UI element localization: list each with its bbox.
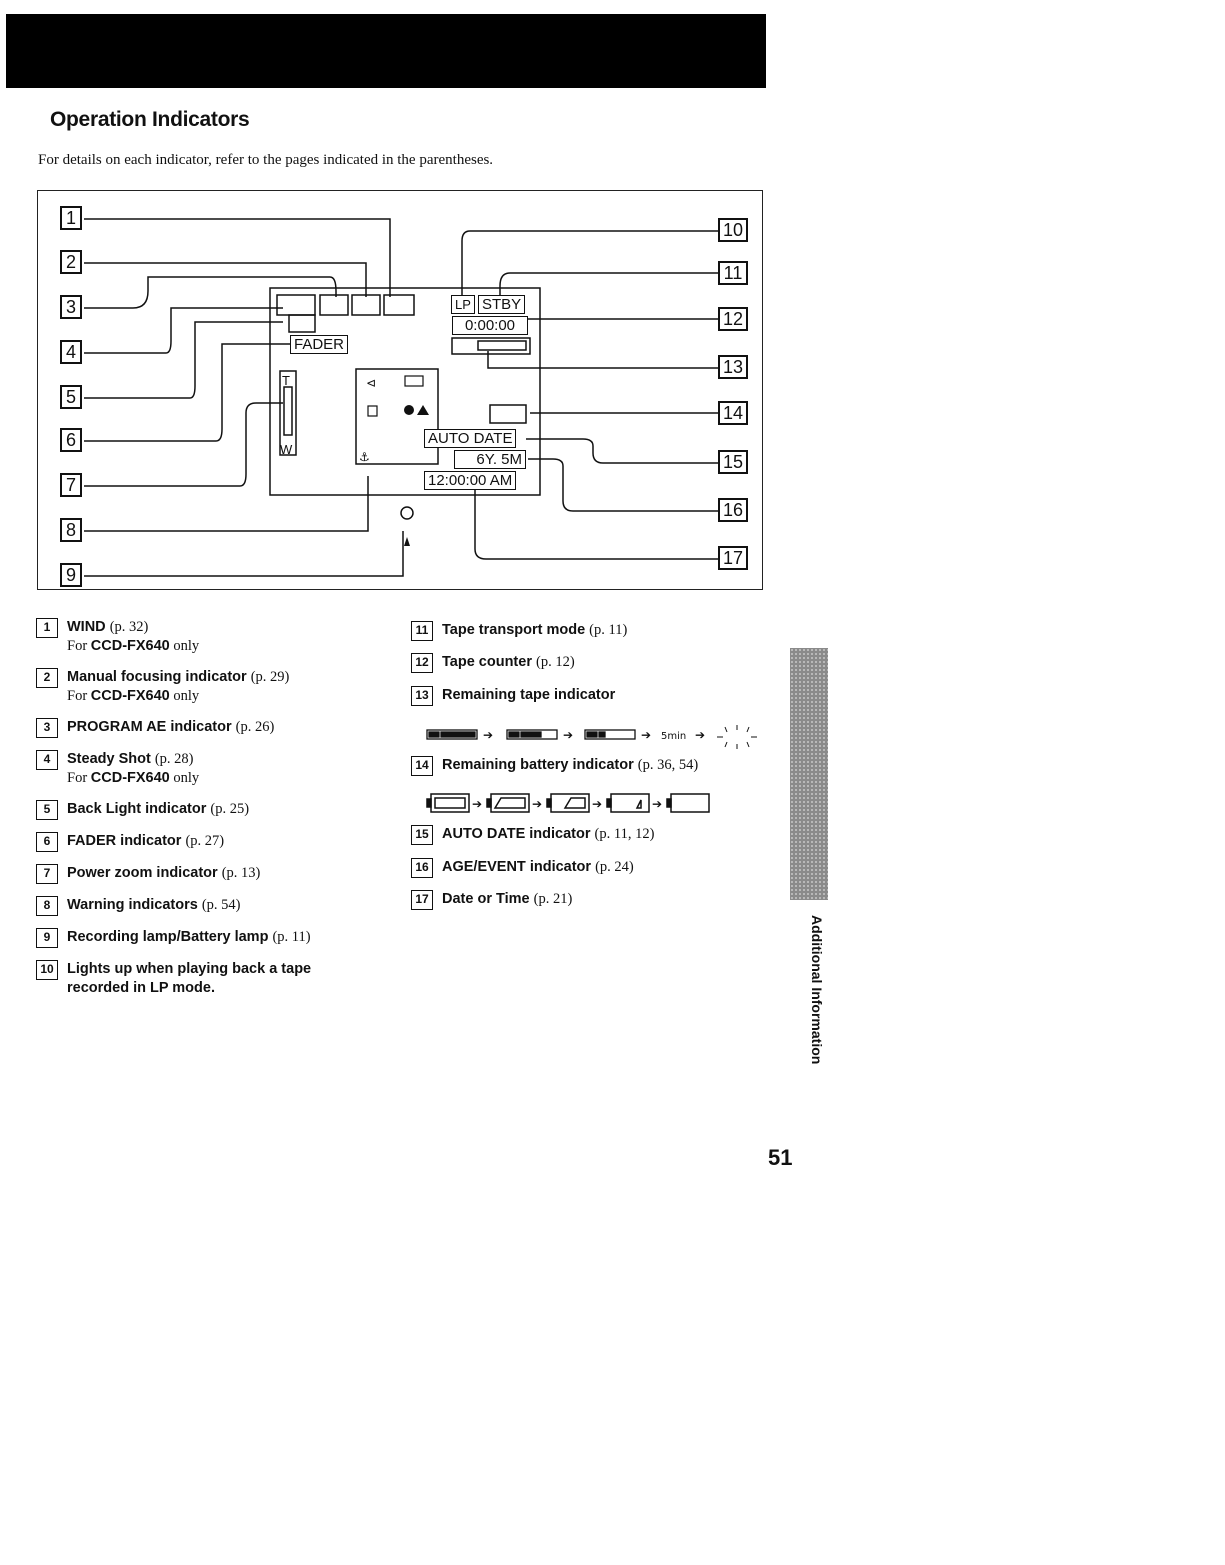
callout-14: 14 (718, 401, 748, 425)
fader-indicator: FADER (290, 335, 349, 354)
zoom-wide-label: W (280, 442, 293, 457)
svg-text:➔: ➔ (532, 797, 542, 811)
tape-remaining-sequence: ➔ ➔ ➔ ➔ 5min (426, 725, 757, 749)
callout-9: 9 (60, 563, 82, 587)
callout-1: 1 (60, 206, 82, 230)
svg-text:➔: ➔ (652, 797, 662, 811)
callout-2: 2 (60, 250, 82, 274)
lp-indicator: LP (451, 295, 475, 314)
callout-5: 5 (60, 385, 82, 409)
callout-10: 10 (718, 218, 748, 242)
svg-text:➔: ➔ (563, 728, 573, 742)
svg-text:⊲: ⊲ (366, 376, 376, 390)
zoom-tele-label: T (282, 373, 290, 388)
diagram-lines: ⊲ ⚓ (84, 218, 718, 577)
svg-text:➔: ➔ (472, 797, 482, 811)
tape-counter: 0:00:00 (452, 316, 528, 335)
section-label: Additional Information (809, 915, 825, 1065)
callout-12: 12 (718, 307, 748, 331)
callout-13: 13 (718, 355, 748, 379)
callout-16: 16 (718, 498, 748, 522)
callout-6: 6 (60, 428, 82, 452)
svg-text:➔: ➔ (483, 728, 493, 742)
callout-3: 3 (60, 295, 82, 319)
age-event-indicator: 6Y. 5M (454, 450, 526, 469)
svg-text:⚓: ⚓ (359, 450, 370, 464)
svg-text:➔: ➔ (641, 728, 651, 742)
screen-frame (269, 287, 541, 496)
callout-4: 4 (60, 340, 82, 364)
svg-text:➔: ➔ (695, 728, 705, 742)
header-bar (6, 14, 766, 88)
callout-7: 7 (60, 473, 82, 497)
stby-indicator: STBY (478, 295, 526, 314)
auto-date-indicator: AUTO DATE (424, 429, 517, 448)
callout-11: 11 (718, 261, 748, 285)
indicator-diagram: ⊲ ⚓ 1 2 3 4 5 6 7 8 9 10 11 12 13 14 15 … (37, 190, 763, 590)
svg-text:➔: ➔ (592, 797, 602, 811)
callout-17: 17 (718, 546, 748, 570)
callout-15: 15 (718, 450, 748, 474)
flashing-0min-icon (717, 725, 757, 749)
callout-8: 8 (60, 518, 82, 542)
date-time-indicator: 12:00:00 AM (424, 471, 517, 490)
page-number: 51 (768, 1145, 793, 1170)
tape-5min-label: 5min (661, 731, 686, 742)
section-tab (790, 648, 828, 900)
intro-text: For details on each indicator, refer to … (38, 152, 494, 168)
page-title: Operation Indicators (50, 108, 250, 131)
battery-remaining-sequence: ➔ ➔ ➔ ➔ (426, 793, 710, 813)
